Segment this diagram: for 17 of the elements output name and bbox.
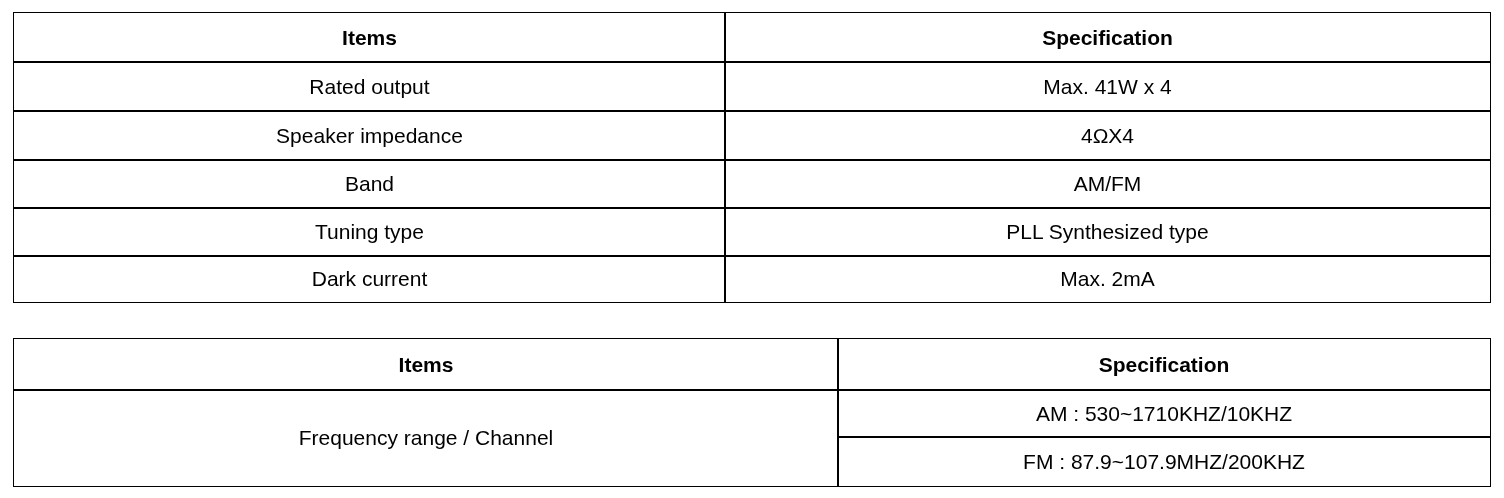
column-header: Specification [1042,25,1173,50]
table-text: Tuning type [315,220,424,244]
column-header: Items [342,25,397,50]
column-header: Specification [1098,352,1230,377]
column-header: Items [398,352,454,377]
table-text: PLL Synthesized type [1006,220,1209,244]
table-text: Max. 41W x 4 [1043,74,1172,99]
table-text: Speaker impedance [276,123,463,148]
table-text: Dark current [311,267,428,291]
table-text: AM : 530~1710KHZ/10KHZ [1035,401,1293,426]
table-text: Frequency range / Channel [298,426,554,450]
table-text: 4ΩX4 [1080,123,1135,148]
table-text: Rated output [309,74,430,99]
table-text: Band [344,172,394,196]
table-text: AM/FM [1073,172,1142,196]
table-text: FM : 87.9~107.9MHZ/200KHZ [1023,449,1305,474]
table-text: Max. 2mA [1060,267,1155,291]
